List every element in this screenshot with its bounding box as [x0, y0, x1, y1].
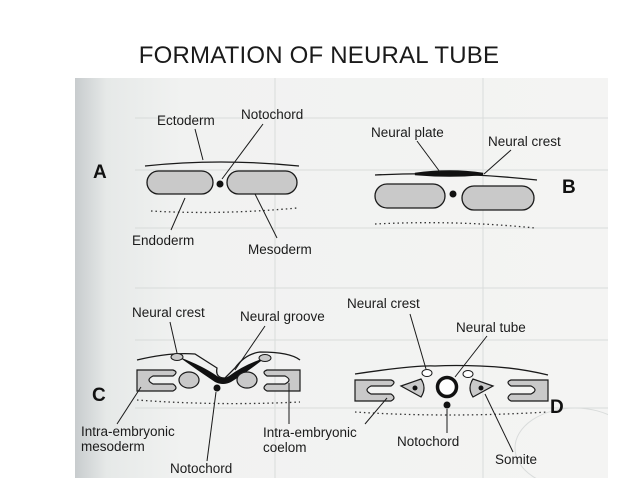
somite-dot-left-d [412, 385, 418, 391]
label-intra-coelom-2: coelom [263, 440, 307, 455]
paraxial-mesoderm-left-c [178, 371, 200, 389]
lateral-mesoderm-right-c [263, 369, 301, 392]
ectoderm-line-d [354, 364, 549, 376]
label-intra-coelom-1: Intra-embryonic [263, 425, 357, 440]
panel-b-letter: B [562, 177, 576, 198]
label-notochord-a: Notochord [241, 107, 303, 122]
neural-tube [435, 375, 459, 399]
bleed-through-lines [135, 78, 608, 478]
notochord-a [216, 180, 224, 188]
neural-crest-right-d [462, 370, 474, 378]
panel-d: D Neural crest Neural tube Notochord Som… [347, 296, 564, 467]
mesoderm-block-left-b [374, 183, 446, 209]
label-intra-mesoderm-1: Intra-embryonic [81, 424, 175, 439]
panel-a-letter: A [93, 162, 107, 183]
label-ectoderm: Ectoderm [157, 113, 215, 128]
leader-lines-a [170, 123, 278, 239]
label-neural-crest-d: Neural crest [347, 296, 420, 311]
panel-c-letter: C [92, 385, 106, 406]
notochord-b [449, 190, 457, 198]
neural-crest-right-c [258, 354, 272, 362]
panel-b: B Neural plate Neural crest [371, 125, 576, 229]
neural-groove-plate [179, 357, 265, 384]
label-endoderm: Endoderm [132, 233, 194, 248]
label-notochord-c: Notochord [170, 461, 232, 476]
panel-a: A Ectoderm Notochord Endoderm Mesoderm [93, 107, 312, 257]
label-neural-tube: Neural tube [456, 320, 526, 335]
mesoderm-block-right-a [226, 170, 298, 195]
label-neural-crest-b: Neural crest [488, 134, 561, 149]
label-notochord-d: Notochord [397, 434, 459, 449]
neural-tube-diagram: A Ectoderm Notochord Endoderm Mesoderm B… [75, 78, 608, 478]
scan-background [75, 78, 608, 478]
endoderm-dotted-b [374, 222, 536, 229]
label-somite: Somite [495, 452, 537, 467]
lateral-mesoderm-right-d [507, 379, 549, 402]
endoderm-dotted-c [136, 399, 301, 405]
neural-crest-left-d [421, 369, 433, 377]
somite-dot-right-d [478, 385, 484, 391]
leader-lines-d [364, 313, 514, 453]
ectoderm-line-a [144, 161, 300, 167]
mesoderm-block-left-a [146, 170, 214, 195]
mesoderm-block-right-b [461, 185, 535, 211]
panel-c: C Neural crest Neural groove Intra-embry… [81, 305, 357, 476]
label-neural-groove: Neural groove [240, 309, 325, 324]
notochord-d [443, 401, 451, 409]
paraxial-mesoderm-right-c [236, 371, 258, 389]
leader-lines-b [416, 140, 512, 175]
lateral-mesoderm-left-c [136, 369, 177, 392]
neural-crest-left-c [170, 353, 184, 361]
label-mesoderm: Mesoderm [248, 242, 312, 257]
page-title: FORMATION OF NEURAL TUBE [138, 42, 500, 69]
label-intra-mesoderm-2: mesoderm [81, 439, 145, 454]
neural-plate [414, 170, 484, 177]
lateral-mesoderm-left-d [354, 379, 395, 402]
label-neural-crest-c: Neural crest [132, 305, 205, 320]
label-neural-plate: Neural plate [371, 125, 444, 140]
leader-lines-c [116, 321, 290, 462]
panel-d-letter: D [550, 397, 564, 418]
notochord-c [213, 384, 221, 392]
